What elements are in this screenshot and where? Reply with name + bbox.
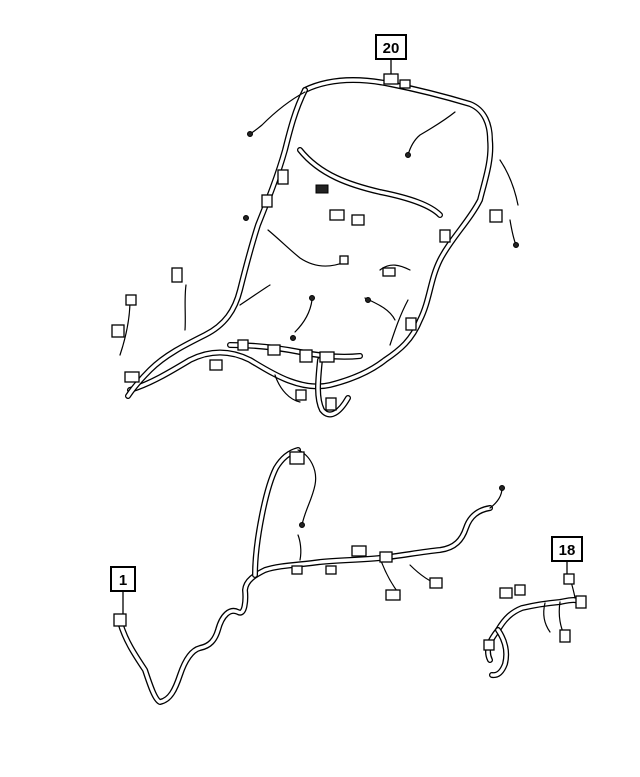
harness-1-drawing [113,447,505,705]
callout-1: 1 [110,566,136,614]
callout-18-label: 18 [559,542,576,559]
callout-1-label: 1 [119,572,127,589]
callout-18: 18 [551,536,583,574]
harness-18-drawing [483,573,587,679]
callout-20: 20 [375,34,407,74]
callout-20-label: 20 [383,40,400,57]
harness-20-drawing [111,73,519,418]
